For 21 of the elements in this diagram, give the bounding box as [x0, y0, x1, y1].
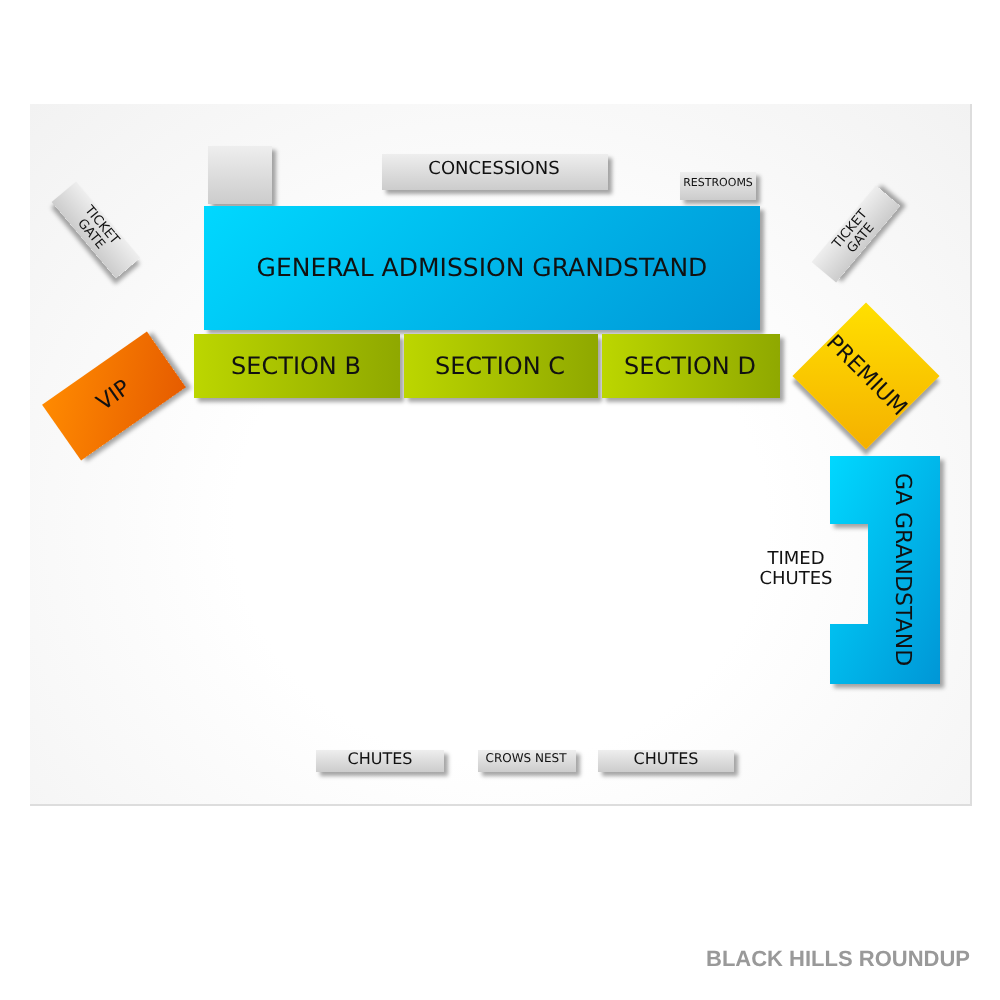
section-name: SECTION D [624, 353, 756, 379]
facility-block [381, 154, 607, 190]
section-name: VIP [93, 376, 135, 416]
seating-section [829, 456, 939, 684]
section-name: CONCESSIONS [428, 162, 560, 182]
seating-section [193, 334, 399, 398]
section-name: SECTION B [231, 353, 361, 379]
facility-block [316, 749, 444, 771]
caption: BLACK HILLS ROUNDUP [706, 948, 970, 972]
seating-section [204, 206, 760, 330]
area-label: TIMED CHUTES [757, 552, 835, 592]
facility-block [208, 145, 272, 203]
seating-section [403, 334, 597, 398]
section-name: GENERAL ADMISSION GRANDSTAND [256, 254, 708, 282]
section-name: SECTION C [434, 353, 566, 379]
section-name: CHUTES [347, 751, 413, 769]
section-name: CHUTES [633, 751, 699, 769]
facility-block [598, 749, 734, 771]
section-name: GA GRANDSTAND [890, 473, 914, 667]
facility-block [680, 172, 756, 200]
seating-section [601, 334, 779, 398]
